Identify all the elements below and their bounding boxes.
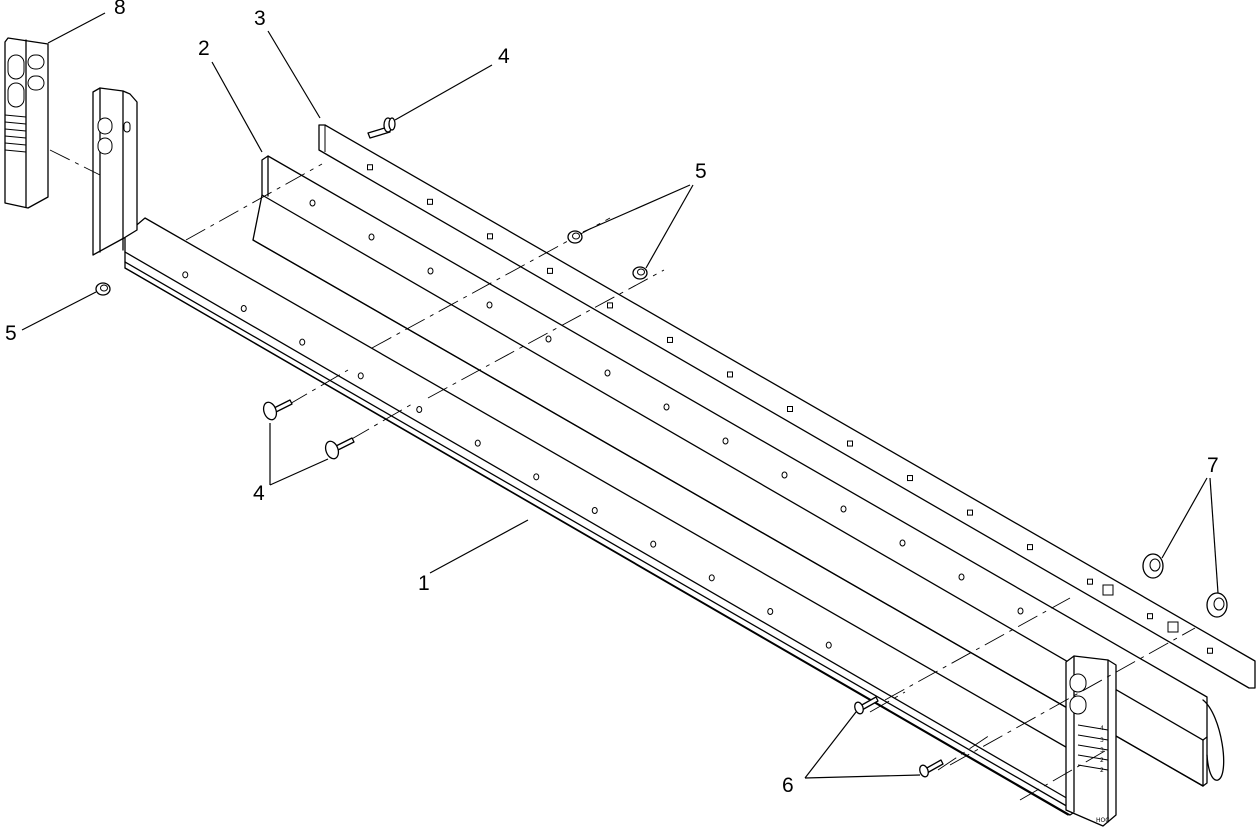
round-hole xyxy=(545,335,552,343)
left-end-bracket xyxy=(92,87,138,256)
part-4-carriage-bolts xyxy=(262,117,396,460)
round-hole xyxy=(1017,607,1024,615)
round-hole xyxy=(309,199,316,207)
round-hole xyxy=(486,301,493,309)
bolt-top xyxy=(367,117,396,139)
callout-3: 3 xyxy=(254,7,266,30)
callout-5-left: 5 xyxy=(5,322,17,345)
round-hole xyxy=(708,574,715,582)
round-hole xyxy=(533,473,540,481)
square-hole xyxy=(367,164,373,171)
round-hole xyxy=(240,305,247,312)
nut xyxy=(95,282,111,296)
square-hole xyxy=(667,336,673,343)
square-hole xyxy=(1087,578,1093,585)
callout-8: 8 xyxy=(114,0,126,19)
square-hole xyxy=(1027,544,1033,551)
round-hole xyxy=(357,372,364,380)
bumper xyxy=(1142,553,1164,579)
height-mark: 3 xyxy=(1100,737,1104,744)
part-7-bumpers xyxy=(1142,553,1228,618)
right-end-bracket: 4 3 3 2 2 HOC xyxy=(1065,655,1117,827)
leader-lines xyxy=(21,12,1219,779)
round-hole xyxy=(604,369,611,377)
large-square-hole xyxy=(1167,621,1179,633)
round-hole xyxy=(474,439,481,447)
square-hole xyxy=(427,198,433,205)
callout-1: 1 xyxy=(418,572,430,595)
callout-2: 2 xyxy=(198,37,210,60)
round-hole xyxy=(650,540,657,548)
nut xyxy=(632,266,648,280)
square-hole xyxy=(967,509,973,516)
round-hole xyxy=(591,507,598,514)
square-hole xyxy=(607,302,613,309)
height-mark: 2 xyxy=(1100,767,1104,774)
round-hole xyxy=(899,539,906,547)
bumper xyxy=(1206,592,1228,618)
callout-7: 7 xyxy=(1207,454,1219,477)
round-hole xyxy=(825,641,832,649)
logo-text: HOC xyxy=(1096,817,1109,824)
callout-6: 6 xyxy=(782,774,794,797)
square-hole xyxy=(1207,647,1213,654)
height-mark: 4 xyxy=(1100,725,1104,732)
round-hole xyxy=(767,608,774,615)
square-hole xyxy=(787,406,793,412)
callout-labels: 1 2 3 4 4 5 5 6 7 8 xyxy=(5,0,1219,797)
part-5-flange-nuts xyxy=(95,230,648,296)
height-mark: 3 xyxy=(1100,747,1104,754)
screw xyxy=(919,759,944,778)
round-hole xyxy=(840,505,847,513)
round-hole xyxy=(299,338,306,346)
round-hole xyxy=(781,471,788,479)
square-hole xyxy=(1147,613,1153,620)
part-3-mounting-strip xyxy=(318,124,1256,689)
round-hole xyxy=(182,271,189,279)
bolt-left-lower xyxy=(324,437,355,460)
large-square-hole xyxy=(1102,584,1114,596)
round-hole xyxy=(368,233,375,241)
round-hole xyxy=(958,573,965,581)
height-mark: 2 xyxy=(1100,757,1104,764)
square-hole xyxy=(487,233,493,240)
square-hole xyxy=(727,371,733,378)
bolt-left-upper xyxy=(262,399,293,421)
callout-4-bottom: 4 xyxy=(253,482,265,505)
round-hole xyxy=(427,267,434,275)
round-hole xyxy=(663,403,670,411)
part-6-screws xyxy=(854,696,944,778)
assembly-centerlines xyxy=(49,149,1196,801)
square-hole xyxy=(547,267,553,274)
callout-5-right: 5 xyxy=(695,160,707,183)
part-2-angle-rail xyxy=(252,155,1225,787)
round-hole xyxy=(722,437,729,445)
callout-4-top: 4 xyxy=(498,45,510,68)
part-8-insert-card xyxy=(4,37,49,209)
nut xyxy=(567,230,583,244)
screw xyxy=(854,696,879,715)
part-1-front-rail xyxy=(124,217,1086,816)
square-hole xyxy=(847,440,853,447)
round-hole xyxy=(416,406,423,413)
square-hole xyxy=(907,475,913,482)
